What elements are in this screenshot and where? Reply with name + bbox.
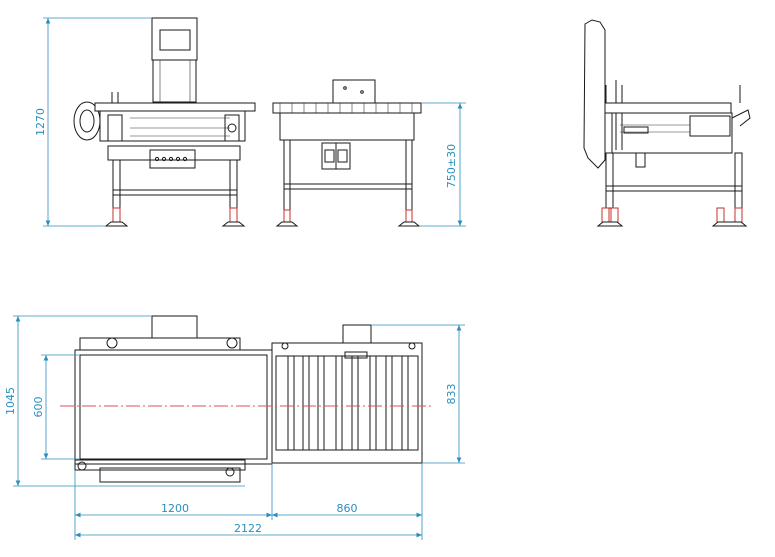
dimension-roller-width: 833	[371, 324, 465, 464]
front-view	[73, 17, 422, 227]
dim-label-750: 750±30	[445, 144, 458, 188]
control-panel	[149, 149, 196, 169]
reject-cylinder	[332, 79, 376, 105]
dim-label-833: 833	[445, 384, 458, 405]
reject-cylinder	[342, 324, 372, 344]
dimension-top-depth: 1045	[4, 315, 245, 487]
dim-label-2122: 2122	[234, 522, 262, 535]
roller-conveyor	[272, 102, 422, 114]
metal-detector-column	[152, 59, 197, 103]
motor-icon	[689, 115, 731, 137]
leveling-foot	[229, 207, 238, 223]
dimension-front-height: 1270	[34, 17, 152, 227]
side-view	[583, 19, 751, 227]
dim-label-1200: 1200	[161, 502, 189, 515]
dimension-lengths: 1200 860 2122	[74, 463, 423, 540]
dimension-belt-width: 600	[32, 354, 80, 460]
top-view	[74, 315, 423, 483]
leveling-foot	[405, 209, 413, 223]
screen-icon	[159, 29, 191, 51]
roller-conveyor-top	[271, 342, 423, 464]
dim-label-1045: 1045	[4, 387, 17, 415]
dim-label-1270: 1270	[34, 108, 47, 136]
dimension-table-height: 750±30	[419, 102, 466, 227]
control-display-housing	[151, 315, 198, 339]
dim-label-860: 860	[337, 502, 358, 515]
leveling-foot	[112, 207, 121, 223]
dim-label-600: 600	[32, 397, 45, 418]
leveling-foot	[283, 209, 291, 223]
side-guard-panel	[583, 19, 606, 169]
checkweigher-conveyor	[94, 102, 256, 112]
checkweigher-belt-top	[74, 349, 273, 465]
